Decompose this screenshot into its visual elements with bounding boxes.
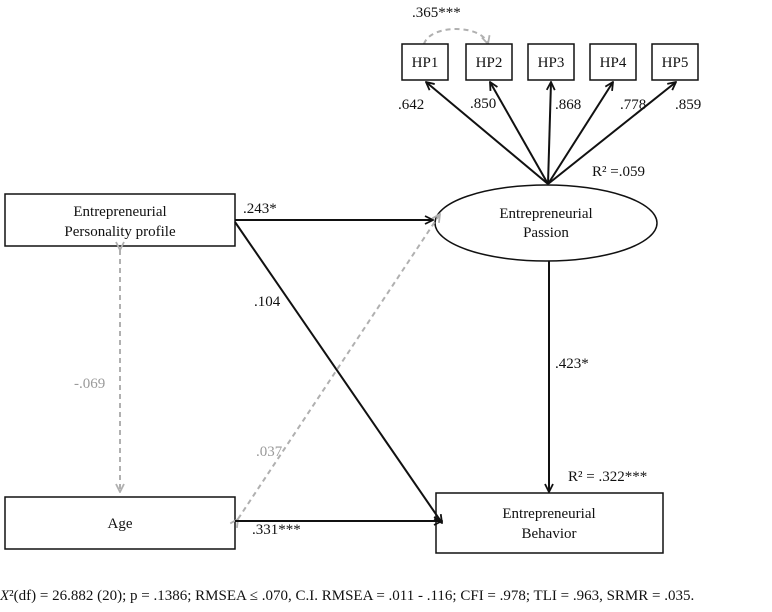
indicator-hp4: HP4 — [589, 43, 637, 81]
indicator-label: HP3 — [538, 55, 565, 71]
r2-passion-label: R² =.059 — [592, 164, 645, 180]
indicator-label: HP2 — [476, 55, 503, 71]
r2-behavior-label: R² = .322*** — [568, 469, 647, 485]
loading-arrow-hp2 — [490, 82, 549, 185]
age-label: Age — [108, 516, 133, 532]
path-label-epp-passion: .243* — [243, 201, 277, 217]
loading-label-hp2: .850 — [470, 96, 496, 112]
path-label-passion-behavior: .423* — [555, 356, 589, 372]
loading-arrow-hp5 — [547, 82, 676, 185]
loading-label-hp1: .642 — [398, 97, 424, 113]
loading-arrow-hp4 — [547, 82, 613, 185]
indicator-hp5: HP5 — [651, 43, 699, 81]
indicator-hp2: HP2 — [465, 43, 513, 81]
fit-indices-text: ²(df) = 26.882 (20); p = .1386; RMSEA ≤ … — [9, 588, 695, 604]
path-label-epp-behavior: .104 — [254, 294, 281, 310]
entrepreneurial-behavior-node: Entrepreneurial Behavior — [435, 492, 664, 554]
passion-label-line2: Passion — [523, 225, 569, 241]
path-label-age-behavior: .331*** — [252, 522, 301, 538]
indicator-label: HP1 — [412, 55, 439, 71]
age-node: Age — [4, 496, 236, 550]
indicator-hp1: HP1 — [401, 43, 449, 81]
epp-label-line1: Entrepreneurial — [73, 204, 166, 220]
behavior-label-line2: Behavior — [522, 526, 577, 542]
covariance-label-epp-age: -.069 — [74, 376, 105, 392]
behavior-label-line1: Entrepreneurial — [502, 506, 595, 522]
epp-label-line2: Personality profile — [64, 224, 176, 240]
entrepreneurial-passion-node: Entrepreneurial Passion — [434, 184, 658, 262]
passion-label-line1: Entrepreneurial — [499, 206, 592, 222]
path-label-age-passion: .037 — [256, 444, 283, 460]
hp1-hp2-covariance-label: .365*** — [412, 5, 461, 21]
chi-square-symbol: X — [0, 588, 10, 604]
loading-arrow-hp1 — [426, 82, 549, 185]
hp1-hp2-covariance-arrow — [424, 28, 488, 44]
indicator-label: HP4 — [600, 55, 627, 71]
indicator-label: HP5 — [662, 55, 689, 71]
loading-label-hp4: .778 — [620, 97, 646, 113]
model-fit-statistics: X²(df) = 26.882 (20); p = .1386; RMSEA ≤… — [0, 588, 772, 605]
loading-label-hp5: .859 — [675, 97, 701, 113]
path-arrow-age-passion — [238, 214, 440, 519]
entrepreneurial-personality-profile-node: Entrepreneurial Personality profile — [4, 193, 236, 247]
loading-label-hp3: .868 — [555, 97, 581, 113]
loading-arrow-hp3 — [548, 82, 551, 185]
indicator-hp3: HP3 — [527, 43, 575, 81]
